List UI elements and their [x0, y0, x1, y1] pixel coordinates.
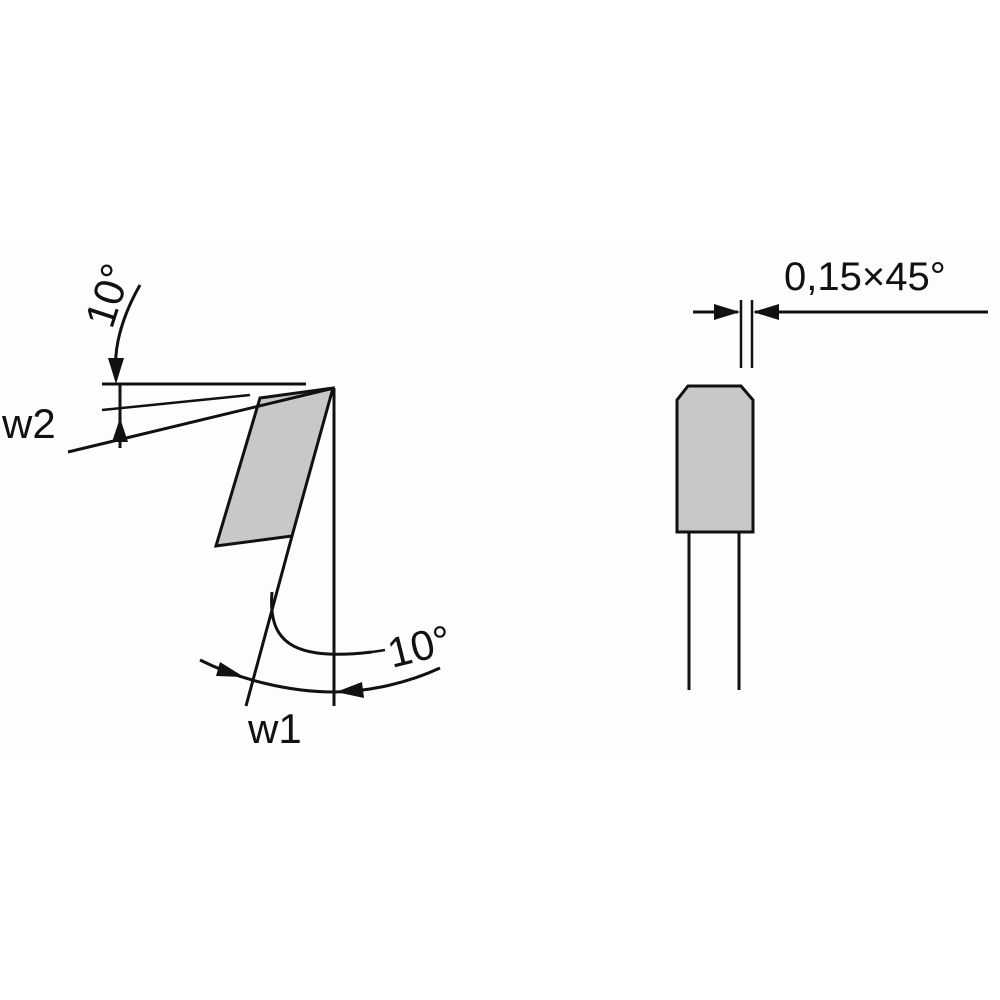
- tooth-back-line: [244, 535, 294, 707]
- tooth-front-view: 0,15×45°: [675, 255, 988, 690]
- chamfer-right-arrowhead: [753, 304, 779, 320]
- hook-angle-arrowhead: [108, 358, 124, 384]
- w2-arrowhead: [112, 418, 128, 442]
- side-clearance-label: w1: [247, 705, 302, 752]
- hook-angle-label: 10°: [76, 258, 140, 333]
- w1-right-arrowhead: [336, 682, 364, 698]
- top-clearance-line-upper: [101, 393, 251, 412]
- chamfer-label: 0,15×45°: [784, 255, 946, 299]
- gullet-curve: [270, 591, 373, 656]
- tooth-side-view: 10° w2 w1 10°: [1, 258, 456, 752]
- clearance-angle-label: 10°: [383, 616, 456, 677]
- top-clearance-label: w2: [1, 400, 56, 447]
- chamfer-left-arrowhead: [714, 304, 740, 320]
- w1-left-arrowhead: [216, 662, 244, 677]
- clearance-angle-leader: [371, 648, 386, 654]
- carbide-tip-front: [675, 384, 755, 534]
- drawing-area: [0, 245, 1000, 757]
